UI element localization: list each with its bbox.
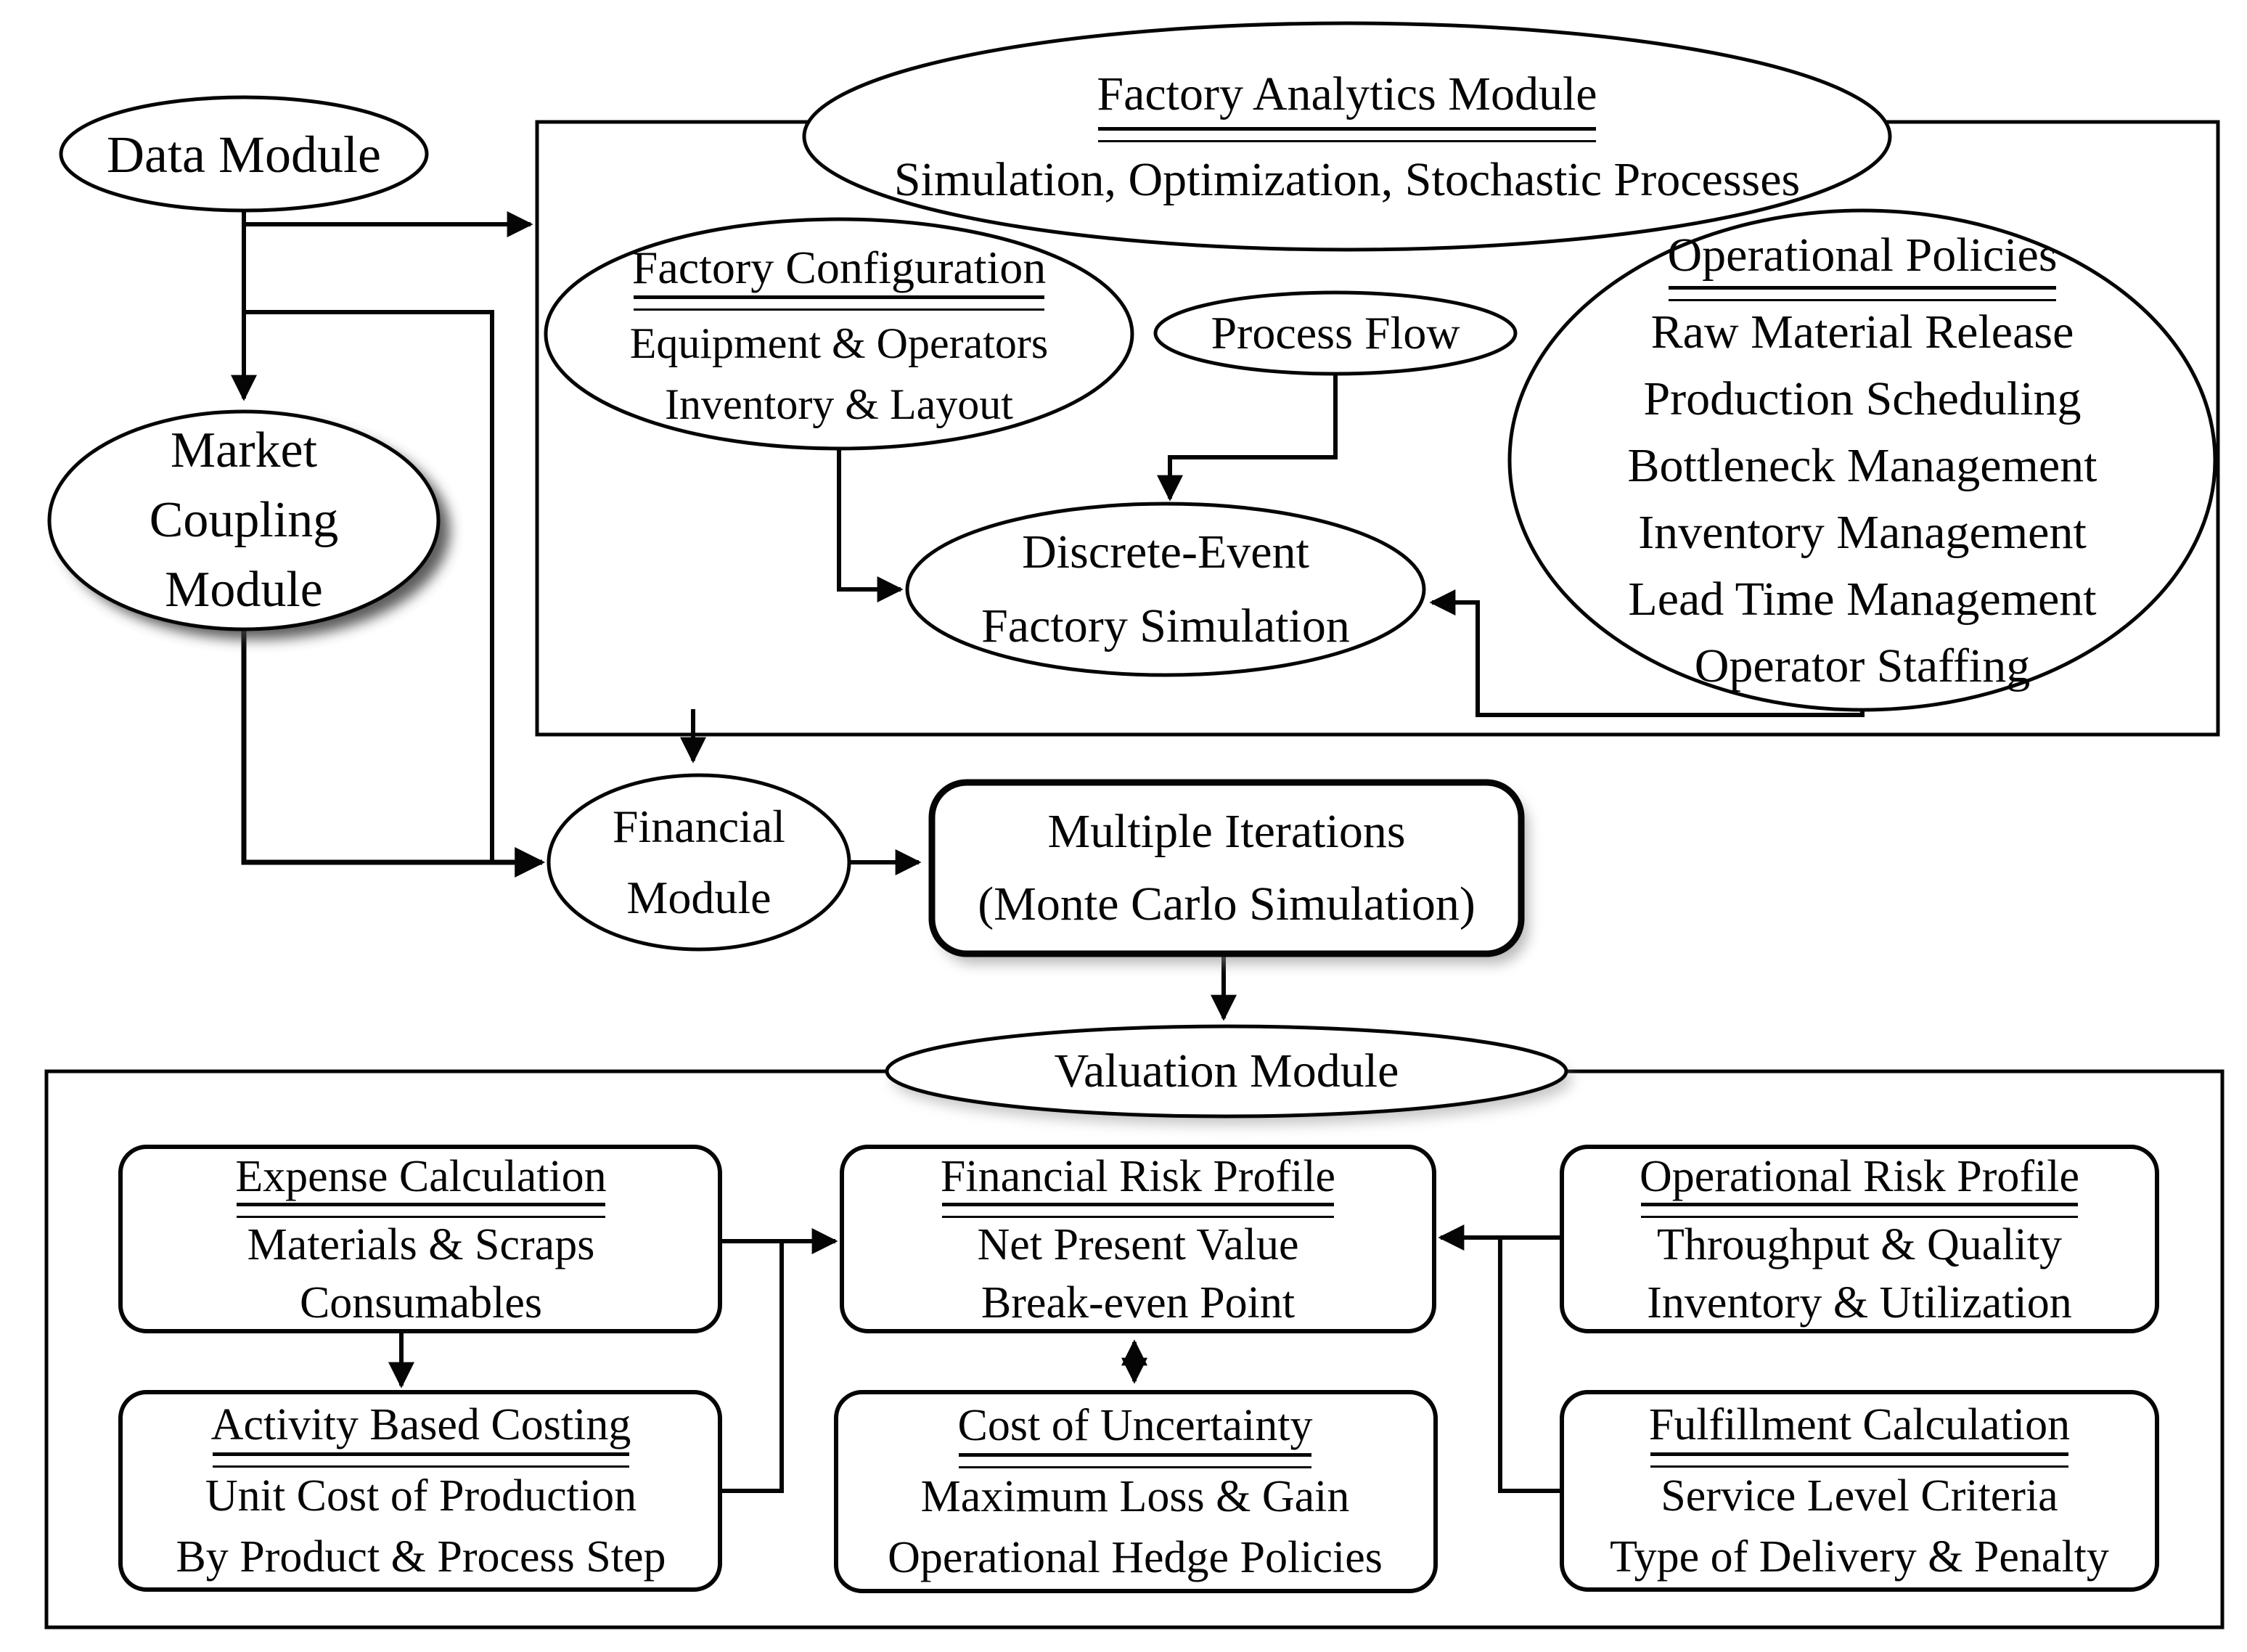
factory-configuration-ellipse bbox=[544, 217, 1134, 451]
cost-of-uncertainty-line: Operational Hedge Policies bbox=[888, 1533, 1383, 1582]
factory-configuration-line: Inventory & Layout bbox=[665, 380, 1013, 428]
data-module-label: Data Module bbox=[107, 126, 381, 184]
factory-analytics-title: Factory Analytics Module bbox=[1097, 59, 1597, 142]
fulfillment-calculation-line: Type of Delivery & Penalty bbox=[1610, 1532, 2109, 1582]
operational-risk-profile-node: Operational Risk Profile Throughput & Qu… bbox=[1571, 1152, 2148, 1328]
valuation-module-ellipse bbox=[885, 1024, 1568, 1119]
operational-risk-profile-line: Throughput & Quality bbox=[1657, 1220, 2062, 1269]
operational-policies-node: Operational Policies Raw Material Releas… bbox=[1531, 216, 2193, 706]
line-data-branch-to-financial bbox=[244, 310, 494, 862]
arrow-market-coupling-to-financial bbox=[241, 629, 546, 878]
multiple-iterations-node: Multiple Iterations (Monte Carlo Simulat… bbox=[938, 788, 1515, 948]
operational-policies-line: Lead Time Management bbox=[1628, 573, 2097, 626]
expense-calculation-node: Expense Calculation Materials & Scraps C… bbox=[131, 1152, 711, 1328]
operational-risk-profile-line: Inventory & Utilization bbox=[1647, 1278, 2072, 1328]
operational-policies-line: Inventory Management bbox=[1638, 506, 2087, 559]
market-coupling-node: Market Coupling Module bbox=[73, 415, 415, 626]
factory-configuration-line: Equipment & Operators bbox=[629, 319, 1049, 367]
arrow-policies-to-simulation bbox=[1429, 589, 1865, 717]
financial-module-line: Financial bbox=[612, 801, 786, 852]
operational-policies-line: Production Scheduling bbox=[1643, 372, 2082, 425]
factory-analytics-subtitle: Simulation, Optimization, Stochastic Pro… bbox=[893, 153, 1801, 206]
financial-module-line: Module bbox=[626, 872, 771, 923]
fulfillment-calculation-node: Fulfillment Calculation Service Level Cr… bbox=[1571, 1399, 2148, 1582]
discrete-event-ellipse bbox=[905, 502, 1426, 677]
discrete-event-line: Discrete-Event bbox=[1022, 526, 1309, 578]
arrow-configuration-to-simulation bbox=[837, 449, 904, 602]
operational-risk-profile-box bbox=[1560, 1145, 2159, 1333]
financial-module-node: Financial Module bbox=[559, 778, 839, 946]
arrow-abc-to-financial-risk bbox=[720, 1228, 838, 1493]
factory-analytics-node: Factory Analytics Module Simulation, Opt… bbox=[856, 46, 1838, 228]
financial-risk-profile-line: Net Present Value bbox=[977, 1220, 1299, 1269]
market-coupling-line: Module bbox=[165, 562, 323, 618]
activity-based-costing-line: Unit Cost of Production bbox=[205, 1471, 637, 1521]
line-fulfillment-stub bbox=[1498, 1238, 1562, 1493]
valuation-module-node: Valuation Module bbox=[889, 1032, 1564, 1111]
operational-policies-line: Bottleneck Management bbox=[1627, 439, 2097, 492]
financial-risk-profile-title: Financial Risk Profile bbox=[941, 1148, 1335, 1218]
factory-configuration-node: Factory Configuration Equipment & Operat… bbox=[581, 234, 1097, 438]
market-coupling-line: Market bbox=[170, 422, 318, 478]
financial-risk-profile-node: Financial Risk Profile Net Present Value… bbox=[851, 1152, 1425, 1328]
data-module-ellipse bbox=[59, 95, 429, 213]
process-flow-ellipse bbox=[1153, 290, 1518, 376]
multiple-iterations-box bbox=[928, 779, 1525, 957]
operational-policies-title: Operational Policies bbox=[1667, 222, 2058, 301]
market-coupling-line: Coupling bbox=[149, 492, 339, 548]
activity-based-costing-title: Activity Based Costing bbox=[211, 1394, 631, 1468]
fulfillment-calculation-box bbox=[1560, 1390, 2159, 1592]
multiple-iterations-line: (Monte Carlo Simulation) bbox=[978, 878, 1476, 931]
activity-based-costing-box bbox=[118, 1390, 722, 1592]
operational-policies-line: Raw Material Release bbox=[1650, 306, 2074, 359]
multiple-iterations-line: Multiple Iterations bbox=[1047, 805, 1406, 858]
process-flow-node: Process Flow bbox=[1155, 293, 1515, 373]
cost-of-uncertainty-line: Maximum Loss & Gain bbox=[920, 1472, 1350, 1521]
valuation-module-label: Valuation Module bbox=[1054, 1044, 1399, 1097]
process-flow-label: Process Flow bbox=[1211, 307, 1460, 359]
fulfillment-calculation-line: Service Level Criteria bbox=[1661, 1471, 2058, 1521]
operational-risk-profile-title: Operational Risk Profile bbox=[1640, 1148, 2079, 1218]
fulfillment-calculation-title: Fulfillment Calculation bbox=[1649, 1394, 2070, 1468]
operational-policies-line: Operator Staffing bbox=[1694, 639, 2031, 692]
financial-module-ellipse bbox=[547, 773, 851, 952]
data-module-node: Data Module bbox=[62, 102, 426, 208]
expense-calculation-line: Consumables bbox=[299, 1278, 543, 1328]
operational-policies-ellipse bbox=[1507, 208, 2217, 712]
cost-of-uncertainty-title: Cost of Uncertainty bbox=[957, 1395, 1313, 1468]
activity-based-costing-node: Activity Based Costing Unit Cost of Prod… bbox=[131, 1399, 711, 1582]
cost-of-uncertainty-node: Cost of Uncertainty Maximum Loss & Gain … bbox=[845, 1399, 1425, 1584]
activity-based-costing-line: By Product & Process Step bbox=[176, 1532, 666, 1582]
expense-calculation-line: Materials & Scraps bbox=[247, 1220, 595, 1269]
financial-risk-profile-box bbox=[840, 1145, 1436, 1333]
discrete-event-line: Factory Simulation bbox=[981, 600, 1350, 653]
factory-analytics-ellipse bbox=[802, 21, 1892, 252]
factory-configuration-title: Factory Configuration bbox=[632, 237, 1046, 311]
arrow-process-flow-to-simulation bbox=[1157, 374, 1338, 502]
financial-risk-profile-line: Break-even Point bbox=[981, 1278, 1296, 1328]
cost-of-uncertainty-box bbox=[834, 1390, 1438, 1593]
discrete-event-node: Discrete-Event Factory Simulation bbox=[922, 510, 1409, 669]
expense-calculation-title: Expense Calculation bbox=[235, 1148, 607, 1218]
expense-calculation-box bbox=[118, 1145, 722, 1333]
market-coupling-ellipse bbox=[47, 409, 441, 631]
